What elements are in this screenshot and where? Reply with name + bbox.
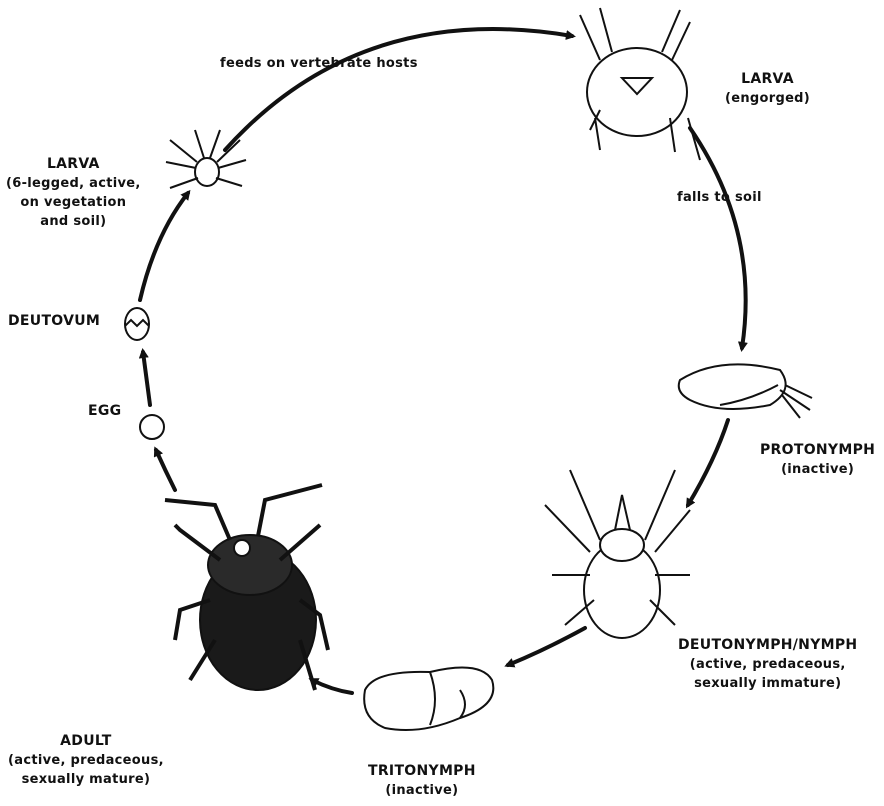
label-larva-active: LARVA (6-legged, active, on vegetation a…	[6, 155, 141, 231]
label-falls: falls to soil	[677, 188, 762, 207]
label-feeds: feeds on vertebrate hosts	[220, 54, 418, 73]
egg-icon	[140, 415, 164, 439]
label-larva-engorged: LARVA (engorged)	[725, 70, 810, 108]
adult-mite-icon	[165, 485, 328, 690]
tritonymph-icon	[364, 668, 493, 731]
deutovum-icon	[125, 308, 149, 340]
arrow-feeds	[225, 29, 572, 150]
arrow-to-deutovum	[143, 352, 150, 405]
arrow-to-larva	[140, 193, 188, 300]
protonymph-icon	[679, 364, 812, 418]
label-adult: ADULT (active, predaceous, sexually matu…	[8, 732, 164, 789]
label-deutonymph: DEUTONYMPH/NYMPH (active, predaceous, se…	[678, 636, 857, 693]
arrow-falls	[690, 128, 746, 348]
label-egg: EGG	[88, 402, 121, 421]
arrow-to-tritonymph	[508, 628, 585, 665]
arrow-to-deutonymph	[688, 420, 728, 505]
deutonymph-icon	[545, 470, 690, 638]
label-tritonymph: TRITONYMPH (inactive)	[368, 762, 476, 800]
arrow-to-egg	[156, 450, 175, 490]
arrow-to-adult	[312, 680, 352, 693]
larva-engorged-icon	[580, 8, 700, 160]
label-deutovum: DEUTOVUM	[8, 312, 100, 331]
label-protonymph: PROTONYMPH (inactive)	[760, 441, 875, 479]
